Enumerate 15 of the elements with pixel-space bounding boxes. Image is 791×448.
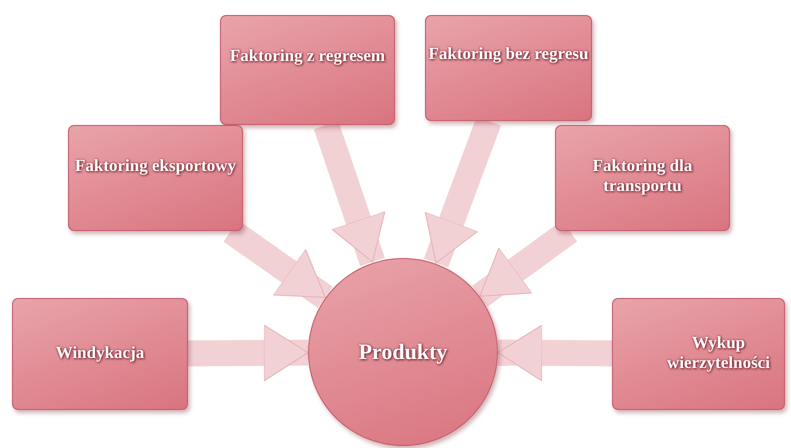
node-label: Faktoring eksportowy [74,156,236,177]
node-label: Produkty [358,342,448,362]
node-label: Windykacja [56,343,144,364]
product-box [555,125,730,231]
node-label: Faktoring bez regresu [428,44,588,65]
product-box [425,15,592,121]
product-box [612,298,785,410]
node-label: Faktoring z regresem [230,46,386,67]
product-box [12,298,188,410]
node-label: Faktoring dla transportu [592,156,694,197]
block-arrow [188,324,308,382]
product-box [68,125,243,231]
block-arrow [498,324,612,382]
node-label: Wykup wierzytelności [666,333,771,374]
product-box [220,15,395,125]
